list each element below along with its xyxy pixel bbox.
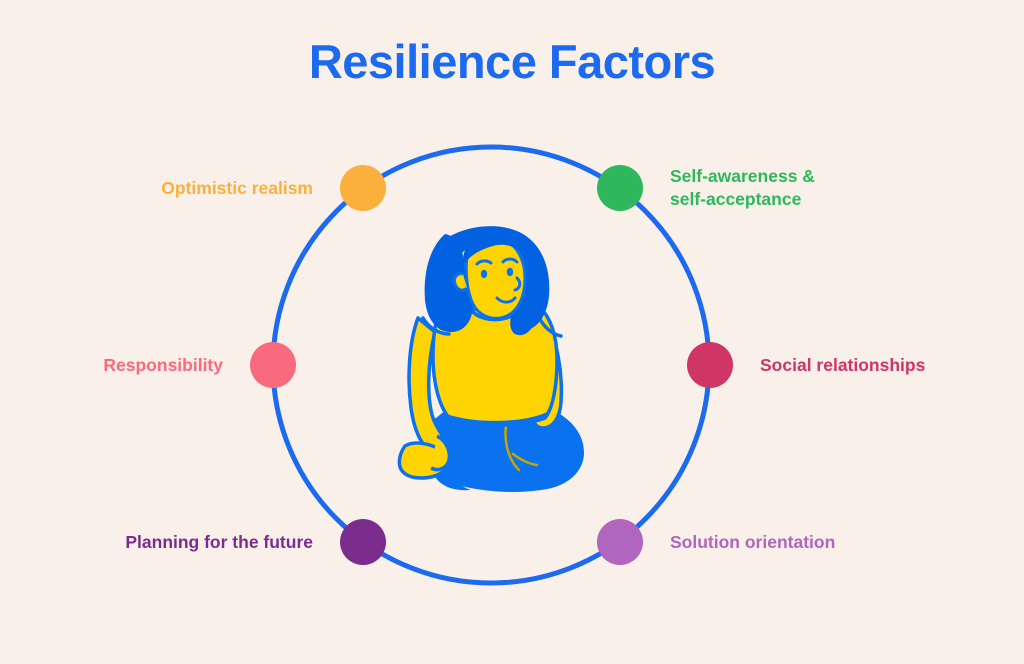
- node-label-social-relationships: Social relationships: [760, 354, 926, 375]
- node-dot-optimistic-realism[interactable]: [340, 165, 386, 211]
- node-label-planning-for-the-future: Planning for the future: [125, 531, 313, 552]
- node-dot-solution-orientation[interactable]: [597, 519, 643, 565]
- node-label-solution-orientation: Solution orientation: [670, 531, 836, 552]
- node-dot-group: [250, 165, 733, 565]
- page-title: Resilience Factors: [308, 35, 716, 88]
- node-dot-responsibility[interactable]: [250, 342, 296, 388]
- node-label-self-awareness: Self-awareness & self-acceptance: [670, 165, 815, 209]
- node-dot-self-awareness[interactable]: [597, 165, 643, 211]
- node-label-responsibility: Responsibility: [103, 354, 223, 375]
- node-dot-social-relationships[interactable]: [687, 342, 733, 388]
- node-label-optimistic-realism: Optimistic realism: [161, 177, 313, 198]
- node-dot-planning-for-the-future[interactable]: [340, 519, 386, 565]
- woman-sitting-illustration: [397, 226, 584, 492]
